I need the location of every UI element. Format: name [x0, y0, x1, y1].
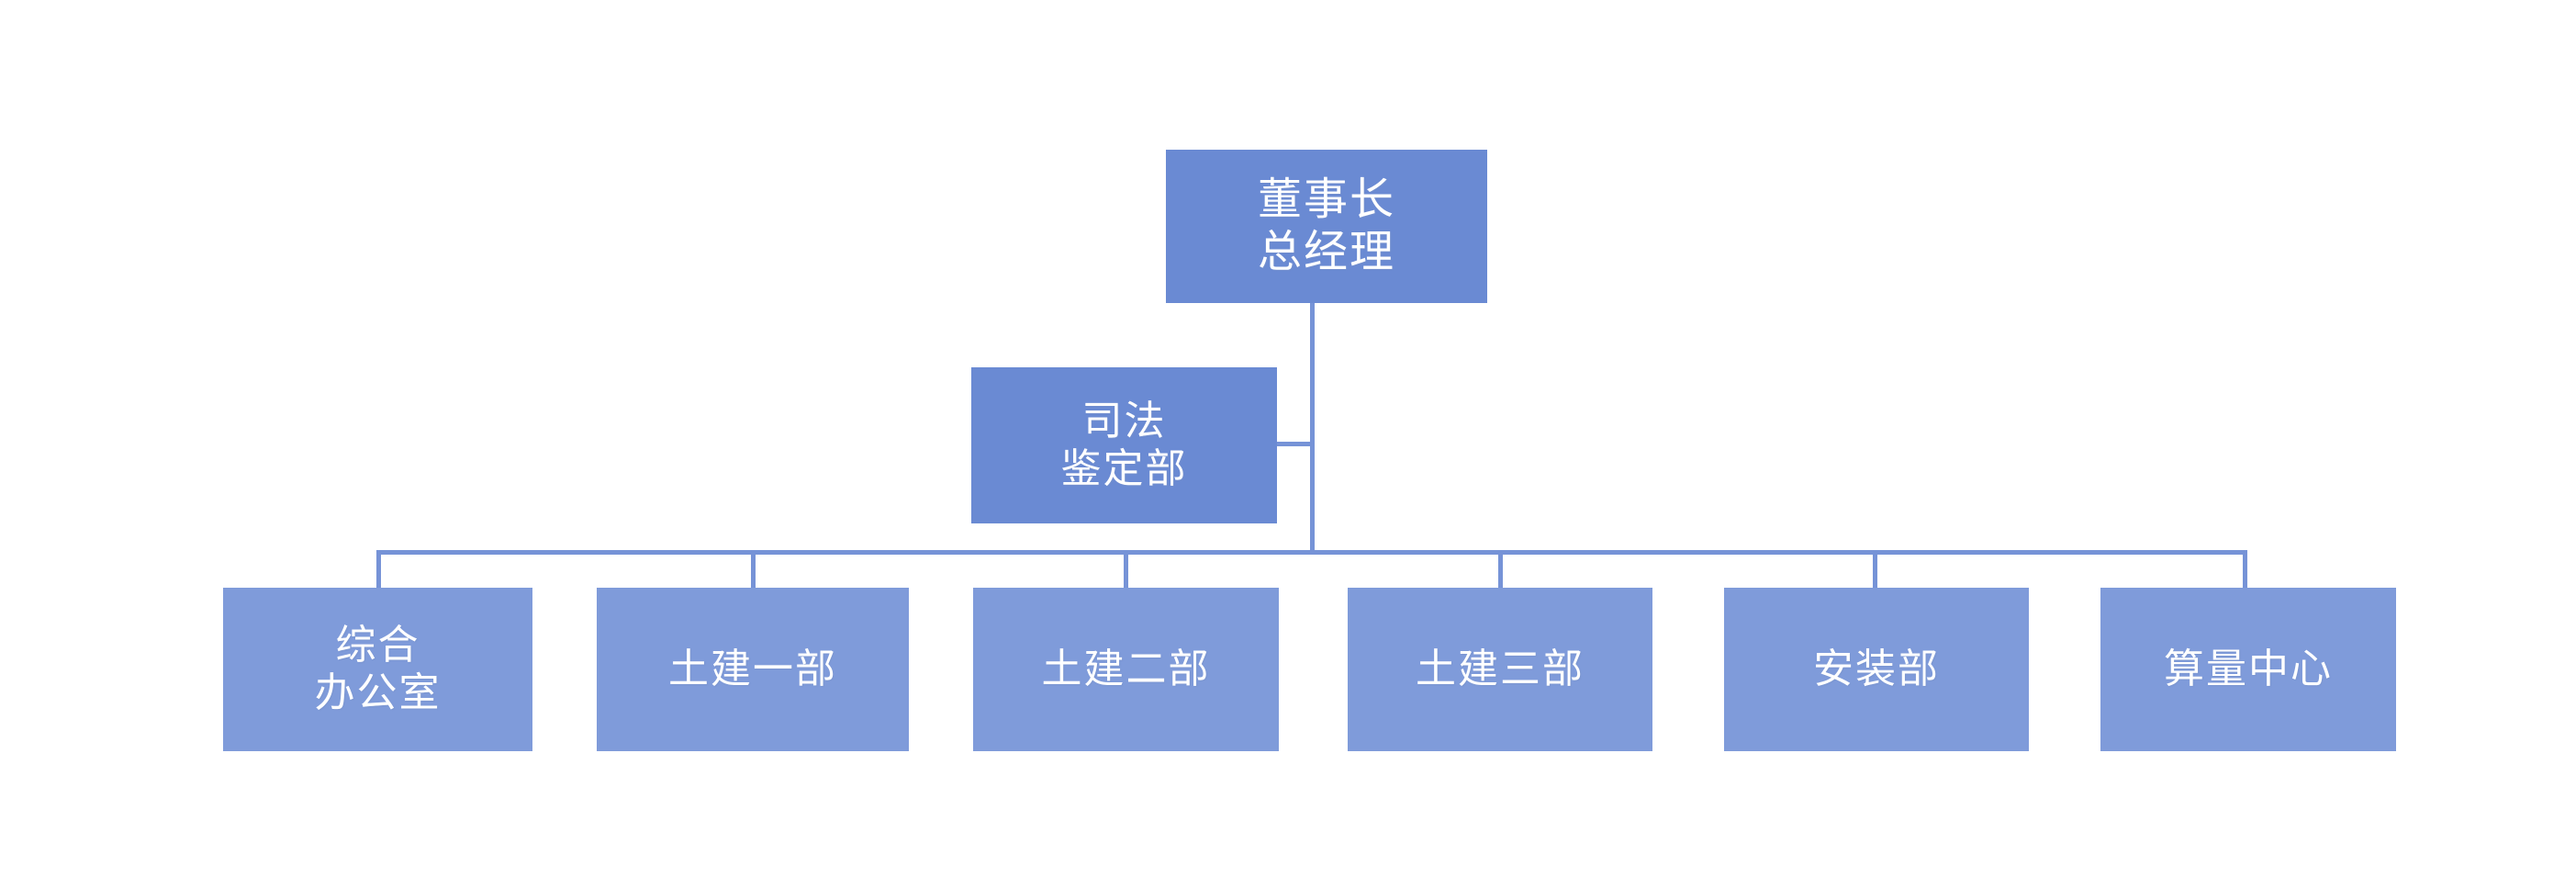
connector-trunk-vertical — [1310, 303, 1315, 552]
org-node-label: 司法 — [1081, 399, 1167, 444]
org-node-label: 安装部 — [1813, 646, 1940, 692]
org-node-label: 土建一部 — [668, 646, 837, 692]
connector-bus — [376, 550, 2243, 555]
connector-drop-civil-1 — [751, 550, 756, 590]
connector-drop-quantity — [2243, 550, 2247, 590]
org-node-label: 算量中心 — [2164, 646, 2333, 692]
org-node-label: 总经理 — [1257, 227, 1395, 276]
org-node-civil-dept-3[interactable]: 土建三部 — [1348, 588, 1652, 751]
org-node-label: 董事长 — [1257, 174, 1395, 224]
connector-drop-installation — [1873, 550, 1877, 590]
org-node-quantity-center[interactable]: 算量中心 — [2100, 588, 2396, 751]
org-node-judicial-appraisal[interactable]: 司法鉴定部 — [971, 367, 1277, 523]
org-node-label: 土建二部 — [1041, 646, 1211, 692]
org-node-chairman[interactable]: 董事长总经理 — [1166, 150, 1487, 303]
connector-judicial-stub — [1277, 442, 1313, 446]
org-node-label: 综合 — [335, 623, 420, 669]
org-node-label: 鉴定部 — [1060, 446, 1188, 491]
connector-drop-civil-3 — [1498, 550, 1503, 590]
org-node-general-office[interactable]: 综合办公室 — [223, 588, 532, 751]
connector-drop-civil-2 — [1124, 550, 1128, 590]
org-node-label: 办公室 — [314, 670, 442, 715]
org-node-label: 土建三部 — [1416, 646, 1585, 692]
org-node-civil-dept-1[interactable]: 土建一部 — [597, 588, 909, 751]
org-node-installation-dept[interactable]: 安装部 — [1724, 588, 2029, 751]
org-node-civil-dept-2[interactable]: 土建二部 — [973, 588, 1279, 751]
connector-drop-general-office — [376, 550, 381, 590]
